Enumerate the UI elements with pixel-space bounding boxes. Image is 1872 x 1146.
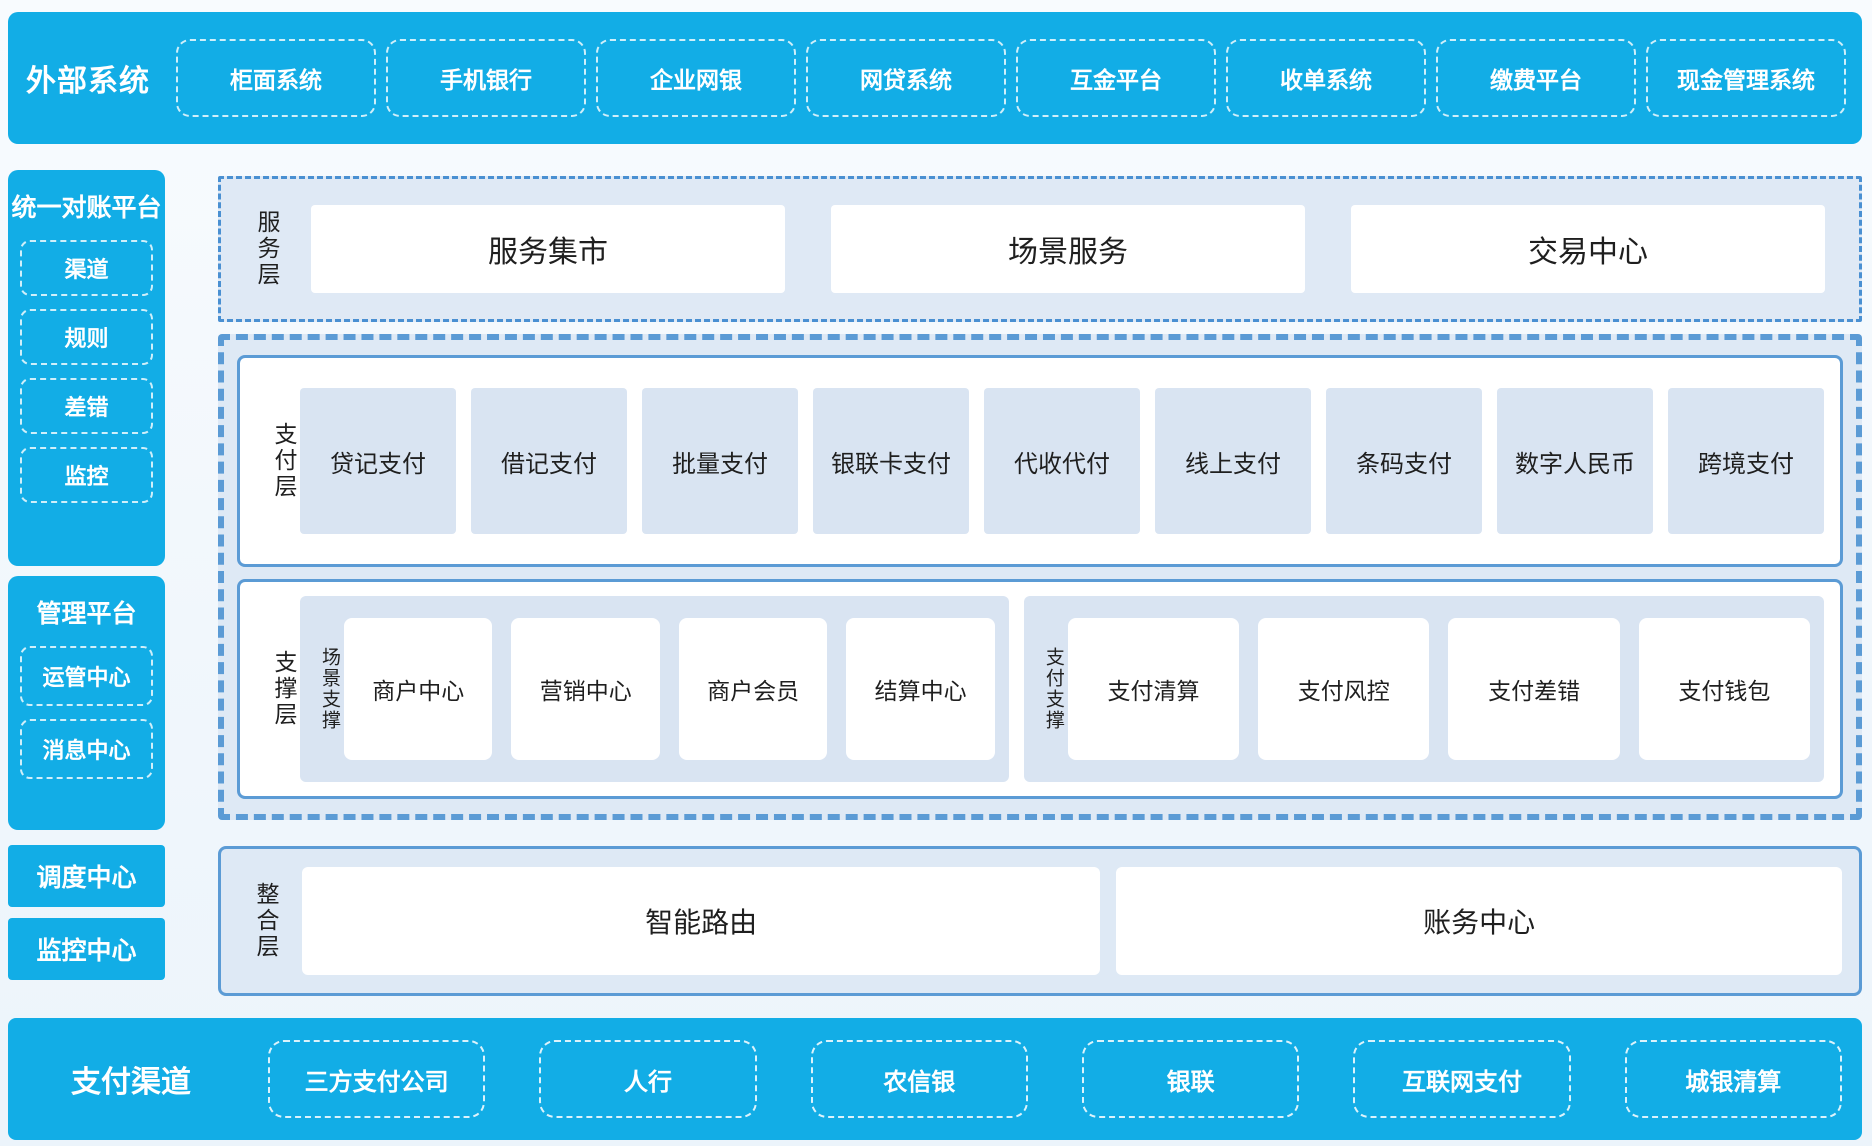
payment-support-group: 支付支撑 支付清算 支付风控 支付差错 支付钱包 [1023, 596, 1824, 782]
payment-channels-title: 支付渠道 [71, 1065, 191, 1100]
external-system-item: 柜面系统 [176, 39, 376, 117]
management-platform-title: 管理平台 [36, 599, 137, 628]
reconciliation-platform-items: 渠道 规则 差错 监控 [8, 224, 165, 566]
payment-channel-item: 互联网支付 [1353, 1040, 1571, 1118]
payment-channels-items: 三方支付公司 人行 农信银 银联 互联网支付 城银清算 [268, 1040, 1842, 1118]
support-layer: 支撑层 场景支撑 商户中心 营销中心 商户会员 结算中心 [237, 579, 1843, 799]
reconciliation-platform-title: 统一对账平台 [11, 193, 162, 222]
scene-support-group-label: 场景支撑 [319, 647, 341, 731]
payment-layer: 支付层 贷记支付 借记支付 批量支付 银联卡支付 代收代付 线上支付 条码支付 [237, 355, 1843, 567]
management-platform-items: 运管中心 消息中心 [8, 630, 165, 830]
payment-box: 跨境支付 [1668, 388, 1824, 534]
reconciliation-item: 规则 [20, 309, 153, 365]
payment-support-box: 支付差错 [1448, 618, 1620, 760]
scene-support-box: 结算中心 [846, 618, 995, 760]
support-layer-label: 支撑层 [270, 650, 296, 728]
payment-box: 银联卡支付 [813, 388, 969, 534]
payment-box: 借记支付 [471, 388, 627, 534]
external-system-item: 收单系统 [1226, 39, 1426, 117]
payment-support-box: 支付风控 [1258, 618, 1430, 760]
reconciliation-item: 渠道 [20, 240, 153, 296]
payment-support-box: 支付钱包 [1638, 618, 1811, 760]
external-system-item: 现金管理系统 [1646, 39, 1846, 117]
monitor-center-box: 监控中心 [8, 918, 165, 980]
payment-support-container: 支付层 贷记支付 借记支付 批量支付 银联卡支付 代收代付 线上支付 条码支付 [218, 334, 1862, 820]
payment-channels-bar: 支付渠道 三方支付公司 人行 农信银 银联 互联网支付 城银清算 [8, 1018, 1862, 1140]
scene-support-box: 营销中心 [511, 618, 660, 760]
external-systems-bar: 外部系统 柜面系统 手机银行 企业网银 网贷系统 互金平台 收单系统 缴费平台 … [8, 12, 1862, 144]
management-platform-panel: 管理平台 运管中心 消息中心 [8, 576, 165, 830]
payment-box: 代收代付 [984, 388, 1140, 534]
payment-channel-item: 城银清算 [1624, 1040, 1842, 1118]
payment-channel-item: 人行 [539, 1040, 757, 1118]
external-system-item: 缴费平台 [1436, 39, 1636, 117]
payment-support-group-label: 支付支撑 [1042, 647, 1065, 731]
external-system-item: 网贷系统 [806, 39, 1006, 117]
dispatch-center-box: 调度中心 [8, 845, 165, 907]
smart-routing-box: 智能路由 [302, 867, 1101, 975]
payment-channel-item: 三方支付公司 [268, 1040, 486, 1118]
service-layer-boxes: 服务集市 场景服务 交易中心 [283, 205, 1847, 293]
payment-box: 线上支付 [1155, 388, 1311, 534]
scene-support-group: 场景支撑 商户中心 营销中心 商户会员 结算中心 [300, 596, 1009, 782]
service-layer: 服务层 服务集市 场景服务 交易中心 [218, 176, 1862, 322]
payment-box: 数字人民币 [1497, 388, 1653, 534]
external-systems-items: 柜面系统 手机银行 企业网银 网贷系统 互金平台 收单系统 缴费平台 现金管理系… [176, 39, 1846, 117]
integration-layer-label: 整合层 [252, 882, 278, 960]
scene-support-box: 商户会员 [678, 618, 828, 760]
service-box: 服务集市 [311, 205, 785, 293]
scene-support-boxes: 商户中心 营销中心 商户会员 结算中心 [344, 618, 995, 760]
payment-box: 条码支付 [1326, 388, 1482, 534]
scene-support-box: 商户中心 [344, 618, 493, 760]
management-item: 消息中心 [20, 719, 153, 779]
reconciliation-item: 监控 [20, 447, 153, 503]
payment-box: 批量支付 [642, 388, 798, 534]
payment-channel-item: 银联 [1081, 1040, 1300, 1118]
reconciliation-platform-panel: 统一对账平台 渠道 规则 差错 监控 [8, 170, 165, 566]
payment-channel-item: 农信银 [810, 1040, 1028, 1118]
reconciliation-item: 差错 [20, 378, 153, 434]
service-layer-label: 服务层 [253, 210, 279, 288]
service-box: 交易中心 [1351, 205, 1825, 293]
external-system-item: 互金平台 [1016, 39, 1216, 117]
payment-layer-label: 支付层 [270, 422, 296, 500]
payment-support-boxes: 支付清算 支付风控 支付差错 支付钱包 [1067, 618, 1811, 760]
external-system-item: 企业网银 [596, 39, 796, 117]
service-box: 场景服务 [831, 205, 1305, 293]
integration-layer-boxes: 智能路由 账务中心 [282, 867, 1846, 975]
external-systems-title: 外部系统 [26, 64, 150, 99]
support-layer-groups: 场景支撑 商户中心 营销中心 商户会员 结算中心 支付支撑 [300, 596, 1828, 782]
payment-support-box: 支付清算 [1067, 618, 1240, 760]
integration-layer: 整合层 智能路由 账务中心 [218, 846, 1862, 996]
payment-layer-boxes: 贷记支付 借记支付 批量支付 银联卡支付 代收代付 线上支付 条码支付 数字人民… [300, 388, 1828, 534]
accounting-center-box: 账务中心 [1116, 867, 1842, 975]
payment-box: 贷记支付 [300, 388, 456, 534]
management-item: 运管中心 [20, 646, 153, 706]
external-system-item: 手机银行 [386, 39, 586, 117]
